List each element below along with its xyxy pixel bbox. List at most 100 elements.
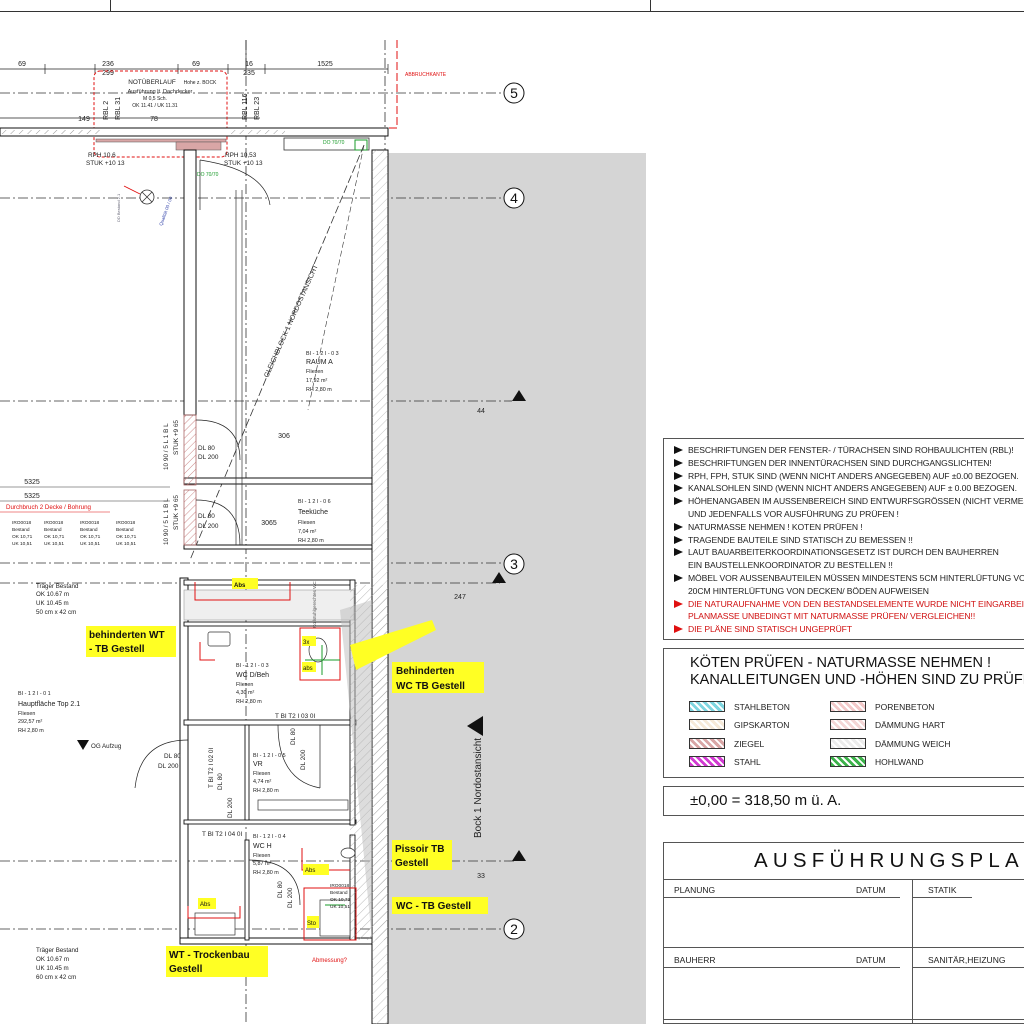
- svg-text:Gestell: Gestell: [395, 858, 429, 869]
- note-bullet-icon: [674, 446, 683, 454]
- svg-text:Rollstuhlgerechtes WC: Rollstuhlgerechtes WC: [312, 581, 317, 628]
- note-bullet-icon: [674, 625, 683, 634]
- svg-text:10 90 / 5 L 1 B L: 10 90 / 5 L 1 B L: [163, 423, 170, 470]
- axis-label-3: 3: [510, 556, 518, 572]
- svg-text:33: 33: [477, 873, 485, 880]
- svg-text:Bestand: Bestand: [12, 527, 30, 533]
- svg-text:OG Aufzug: OG Aufzug: [91, 743, 122, 750]
- note-bullet-icon: [674, 535, 683, 544]
- svg-text:Hauptfläche Top 2.1: Hauptfläche Top 2.1: [18, 701, 80, 708]
- svg-text:69: 69: [18, 61, 26, 68]
- svg-text:RBL 23: RBL 23: [254, 97, 261, 120]
- svg-text:BI - 1 2 I - 0 4: BI - 1 2 I - 0 4: [253, 834, 286, 840]
- svg-text:T BI T2 I 02 0I: T BI T2 I 02 0I: [208, 748, 215, 788]
- svg-text:OK 10,71: OK 10,71: [330, 897, 351, 903]
- svg-text:BI - 1 2 I - 0 5: BI - 1 2 I - 0 5: [253, 753, 286, 759]
- svg-text:16: 16: [245, 61, 253, 68]
- svg-text:Fliesen: Fliesen: [253, 853, 270, 859]
- note-bullet-icon: [674, 522, 683, 531]
- note-item: NATURMASSE NEHMEN ! KOTEN PRÜFEN !: [674, 521, 1024, 534]
- legend-label: STAHL: [734, 756, 761, 767]
- svg-text:WC D/Beh: WC D/Beh: [236, 672, 269, 679]
- svg-text:T BI T2 I 03 0I: T BI T2 I 03 0I: [275, 713, 315, 720]
- svg-text:BI - 1 2 I - 0 1: BI - 1 2 I - 0 1: [18, 691, 51, 697]
- note-bullet-icon: [674, 484, 683, 493]
- svg-text:Fliesen: Fliesen: [253, 771, 270, 777]
- note-item: UND JEDENFALLS VOR AUSFÜHRUNG ZU PRÜFEN …: [674, 508, 1024, 521]
- svg-text:DL 80: DL 80: [290, 728, 297, 745]
- svg-text:RBL 31: RBL 31: [115, 97, 122, 120]
- svg-text:DL 80: DL 80: [198, 513, 215, 520]
- svg-text:STUK +9 65: STUK +9 65: [173, 420, 180, 455]
- legend-label: GIPSKARTON: [734, 719, 790, 730]
- svg-text:IRO0018: IRO0018: [330, 883, 350, 889]
- svg-text:BI - 1 2 I - 0 6: BI - 1 2 I - 0 6: [298, 499, 331, 505]
- svg-text:DO 70/70: DO 70/70: [197, 172, 219, 178]
- section-marker: [512, 390, 526, 401]
- note-item: KANALSOHLEN SIND (WENN NICHT ANDERS ANGE…: [674, 482, 1024, 495]
- note-text: LAUT BAUARBEITERKOORDINATIONSGESETZ IST …: [688, 547, 999, 558]
- note-item: DIE NATURAUFNAHME VON DEN BESTANDSELEMEN…: [674, 598, 1024, 611]
- svg-text:Träger Bestand: Träger Bestand: [36, 583, 79, 590]
- annotation-wc-tb: WC - TB Gestell: [396, 901, 471, 912]
- legend-swatch: [689, 738, 725, 749]
- svg-text:OK 10,71: OK 10,71: [80, 534, 101, 540]
- legend-label: HOHLWAND: [875, 756, 924, 767]
- sheet-top-tick: [650, 0, 651, 11]
- neighbour-block-area: [388, 153, 646, 1024]
- svg-text:STUK +10 13: STUK +10 13: [86, 160, 125, 167]
- svg-text:5325: 5325: [24, 493, 40, 500]
- legend-item: STAHLBETON: [689, 701, 790, 712]
- note-text: 20CM HINTERLÜFTUNG VON DECKEN/ BÖDEN AUF…: [688, 585, 929, 596]
- note-text: DIE NATURAUFNAHME VON DEN BESTANDSELEMEN…: [688, 598, 1024, 609]
- note-item: EIN BAUSTELLENKOORDINATOR ZU BESTELLEN !…: [674, 559, 1024, 572]
- svg-text:DL 200: DL 200: [158, 763, 179, 770]
- svg-text:- TB Gestell: - TB Gestell: [89, 644, 145, 655]
- note-item: MÖBEL VOR AUSSENBAUTEILEN MÜSSEN MINDEST…: [674, 572, 1024, 585]
- legend-item: HOHLWAND: [830, 756, 924, 767]
- axis-label-4: 4: [510, 190, 518, 206]
- note-item: PLANMASSE UNBEDINGT MIT NATURMASSE PRÜFE…: [674, 610, 1024, 623]
- svg-text:299: 299: [102, 70, 114, 77]
- svg-text:Abs: Abs: [234, 583, 246, 589]
- legend-swatch: [830, 756, 866, 767]
- legend-swatch: [830, 738, 866, 749]
- note-bullet-icon: [674, 548, 683, 557]
- note-item: BESCHRIFTUNGEN DER INNENTÜRACHSEN SIND D…: [674, 457, 1024, 470]
- svg-text:RH 2,80 m: RH 2,80 m: [298, 538, 324, 544]
- note-bullet-icon: [674, 599, 683, 608]
- svg-text:Abs: Abs: [200, 902, 210, 908]
- legend-label: STAHLBETON: [734, 701, 790, 712]
- general-notes-panel: BESCHRIFTUNGEN DER FENSTER- / TÜRACHSEN …: [663, 438, 1024, 640]
- legend-item: GIPSKARTON: [689, 719, 789, 730]
- note-text: EIN BAUSTELLENKOORDINATOR ZU BESTELLEN !…: [688, 560, 893, 571]
- title-block: AUSFÜHRUNGSPLAN PLANUNG DATUM STATIK BAU…: [663, 842, 1024, 1024]
- svg-text:69: 69: [192, 61, 200, 68]
- svg-text:RPH 10,6: RPH 10,6: [88, 152, 116, 159]
- svg-text:306: 306: [278, 433, 290, 440]
- svg-text:OK 10,71: OK 10,71: [12, 534, 33, 540]
- svg-text:3065: 3065: [261, 520, 277, 527]
- note-text: NATURMASSE NEHMEN ! KOTEN PRÜFEN !: [688, 521, 863, 532]
- svg-text:292,57 m²: 292,57 m²: [18, 719, 42, 725]
- note-text: PLANMASSE UNBEDINGT MIT NATURMASSE PRÜFE…: [688, 611, 976, 622]
- svg-text:STUK +10 13: STUK +10 13: [224, 160, 263, 167]
- svg-text:Gestell: Gestell: [169, 964, 203, 975]
- svg-text:DL 200: DL 200: [227, 797, 234, 818]
- legend-swatch: [830, 719, 866, 730]
- legend-swatch: [830, 701, 866, 712]
- note-item: BESCHRIFTUNGEN DER FENSTER- / TÜRACHSEN …: [674, 444, 1024, 457]
- og-aufzug-marker: [77, 740, 89, 750]
- svg-text:DL 80: DL 80: [217, 773, 224, 790]
- svg-text:4,30 m²: 4,30 m²: [236, 690, 254, 696]
- svg-text:50 cm x 42 cm: 50 cm x 42 cm: [36, 609, 76, 616]
- svg-text:RH 2,80 m: RH 2,80 m: [18, 728, 44, 734]
- svg-text:7,04 m²: 7,04 m²: [298, 529, 316, 535]
- section-marker: [492, 572, 506, 583]
- note-item: TRAGENDE BAUTEILE SIND STATISCH ZU BEMES…: [674, 534, 1024, 547]
- svg-text:DD Bestand 2.1: DD Bestand 2.1: [116, 193, 121, 222]
- statik-label: STATIK: [928, 885, 957, 895]
- note-text: BESCHRIFTUNGEN DER FENSTER- / TÜRACHSEN …: [688, 445, 1014, 455]
- svg-text:DL 200: DL 200: [198, 523, 219, 530]
